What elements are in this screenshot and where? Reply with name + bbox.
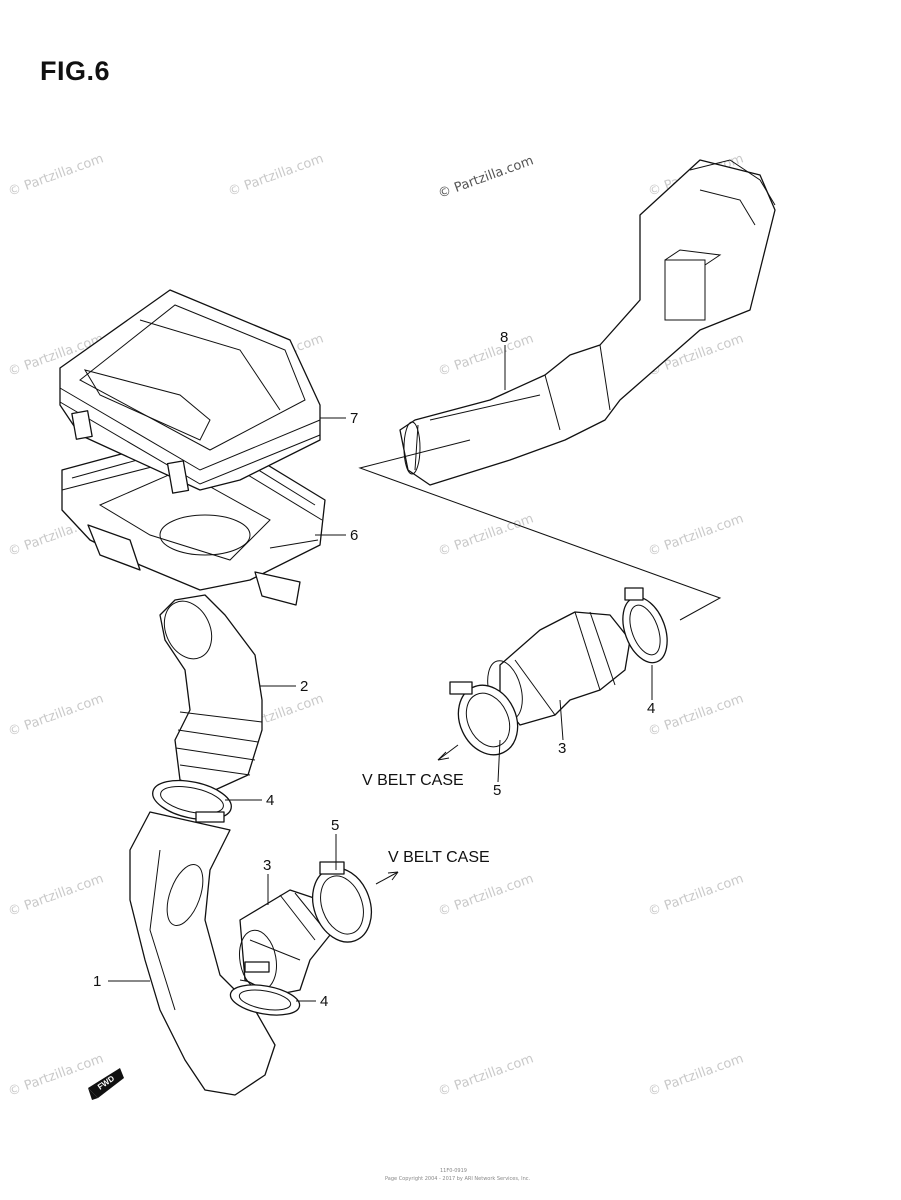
callouts: 7 6 8 2 4 1 3 5 4 3 5 4 [93, 329, 655, 1010]
callout-4-lower: 4 [320, 993, 328, 1010]
arrow-icon [437, 744, 459, 761]
watermark: © Partzilla.com [646, 691, 745, 739]
callout-6: 6 [350, 527, 358, 544]
arrow-icon [375, 871, 399, 885]
clamp-part-4-lower [229, 961, 301, 1016]
watermark: © Partzilla.com [6, 871, 105, 919]
callout-7: 7 [350, 410, 358, 427]
callout-4-right: 4 [647, 700, 655, 717]
fwd-arrow-icon: FWD [88, 1068, 124, 1100]
clamp-part-5-right [449, 681, 519, 756]
v-belt-case-label-lower: V BELT CASE [388, 849, 490, 866]
watermark: © Partzilla.com [436, 1051, 535, 1099]
footer-code: 11F0-0919 [440, 1168, 467, 1174]
callout-5-lower: 5 [331, 817, 339, 834]
callout-1: 1 [93, 973, 101, 990]
clamp-part-4-right [622, 587, 668, 664]
callout-3-right: 3 [558, 740, 566, 757]
watermark: © Partzilla.com [6, 691, 105, 739]
connector-tube-part-2 [159, 594, 263, 791]
watermark: © Partzilla.com [436, 331, 535, 379]
clamp-part-4-upper [152, 779, 232, 823]
destinations: V BELT CASE V BELT CASE [362, 744, 490, 885]
page-footer: 11F0-0919 Page Copyright 2004 - 2017 by … [385, 1168, 531, 1182]
watermark: © Partzilla.com [436, 511, 535, 559]
watermark: © Partzilla.com [646, 871, 745, 919]
v-belt-case-label-right: V BELT CASE [362, 772, 464, 789]
callout-3-lower: 3 [263, 857, 271, 874]
footer-copyright: Page Copyright 2004 - 2017 by ARI Networ… [385, 1176, 531, 1182]
callout-8: 8 [500, 329, 508, 346]
intake-duct-part-8 [399, 159, 776, 486]
air-cleaner-cover-part-7 [59, 289, 321, 494]
leader-lines [108, 345, 653, 1002]
watermark: © Partzilla.com [646, 1051, 745, 1099]
reference-bracket [358, 439, 722, 621]
watermark: © Partzilla.com [6, 151, 105, 199]
callout-4-upper: 4 [266, 792, 274, 809]
watermark: © Partzilla.com [436, 871, 535, 919]
callout-5-right: 5 [493, 782, 501, 799]
watermark: © Partzilla.com [226, 151, 325, 199]
clamp-part-5-lower [312, 861, 372, 943]
figure-title: FIG.6 [40, 56, 111, 86]
watermark: © Partzilla.com [646, 511, 745, 559]
callout-2: 2 [300, 678, 308, 695]
watermark: © Partzilla.com [436, 153, 535, 201]
